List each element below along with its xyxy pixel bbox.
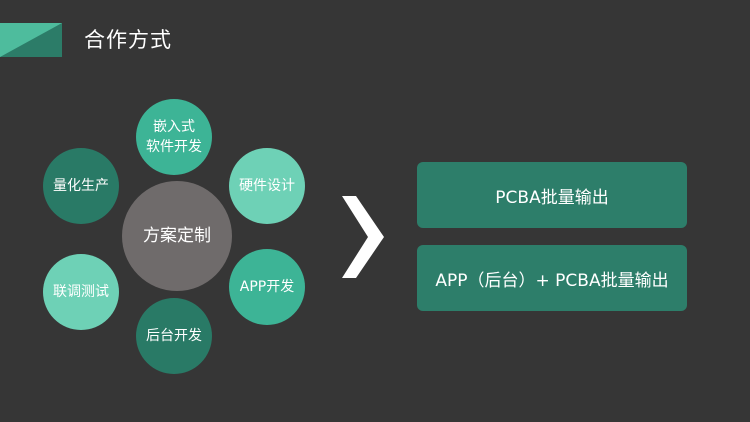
- title-accent-icon: [0, 23, 62, 57]
- result-app-backend-pcba-output: APP（后台）+ PCBA批量输出: [417, 245, 687, 311]
- result-label: APP（后台）+ PCBA批量输出: [435, 270, 669, 291]
- center-node-solution-customization: 方案定制: [122, 181, 232, 291]
- page-title: 合作方式: [84, 28, 172, 52]
- center-node-label: 方案定制: [143, 226, 211, 246]
- node-hardware-design: 硬件设计: [229, 148, 305, 224]
- node-embedded-software: 嵌入式 软件开发: [136, 99, 212, 175]
- node-label: APP开发: [239, 279, 295, 295]
- node-label: 硬件设计: [239, 178, 295, 194]
- node-label: 后台开发: [146, 328, 202, 344]
- result-pcba-batch-output: PCBA批量输出: [417, 162, 687, 228]
- node-integration-testing: 联调测试: [43, 254, 119, 330]
- chevron-right-icon: [342, 196, 384, 278]
- node-backend-development: 后台开发: [136, 298, 212, 374]
- node-label: 联调测试: [53, 284, 109, 300]
- node-app-development: APP开发: [229, 249, 305, 325]
- node-mass-production: 量化生产: [43, 148, 119, 224]
- node-label: 量化生产: [53, 178, 109, 194]
- node-label: 嵌入式 软件开发: [146, 119, 202, 155]
- result-label: PCBA批量输出: [495, 187, 609, 208]
